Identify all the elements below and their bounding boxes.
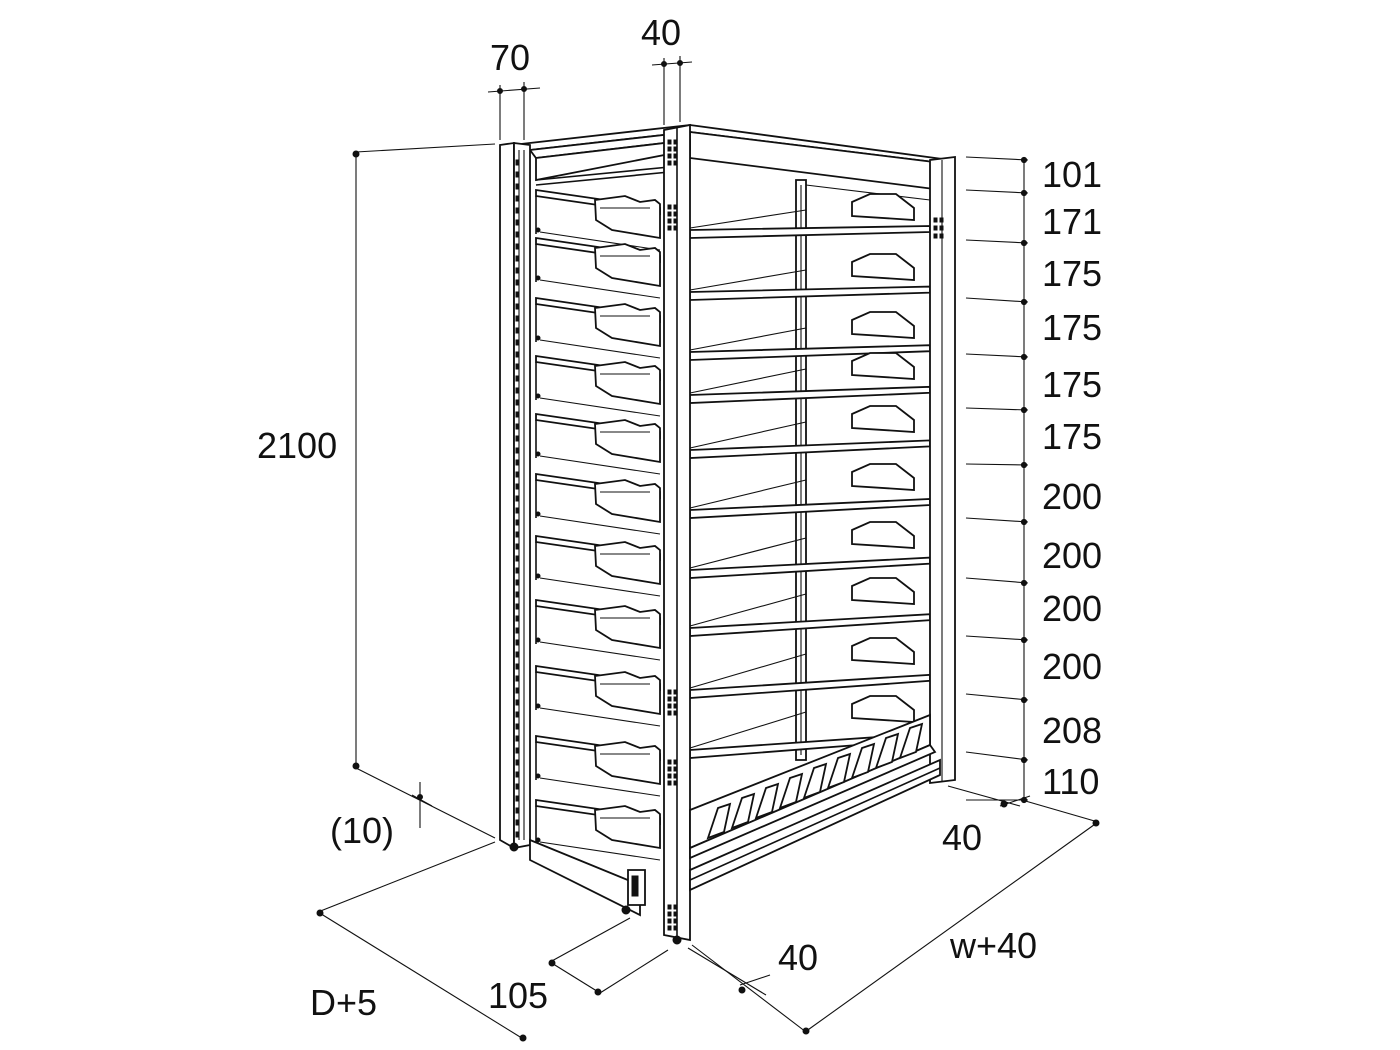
label-40-top: 40 — [641, 12, 681, 53]
label-depth: D+5 — [310, 982, 377, 1023]
shelving-rack — [499, 123, 956, 945]
right-shelf — [689, 637, 931, 699]
bottom-divider-tray — [689, 713, 937, 860]
left-shelf — [535, 534, 661, 597]
left-shelf — [535, 734, 661, 797]
pitch-label: 208 — [1042, 710, 1102, 751]
dimension-lines: 70 40 2100 (10) — [257, 12, 1102, 1042]
pitch-ticks — [965, 156, 1029, 804]
right-rear-post — [929, 155, 956, 785]
pitch-label: 175 — [1042, 364, 1102, 405]
dim-bottom-gap: (10) — [330, 782, 433, 851]
right-shelf — [689, 521, 931, 579]
left-shelf — [535, 598, 661, 661]
right-shelf — [689, 352, 931, 404]
pitch-label: 101 — [1042, 154, 1102, 195]
right-shelf — [689, 577, 931, 637]
dim-front-offset: 105 — [488, 917, 669, 1016]
dim-width: w+40 — [691, 799, 1100, 1035]
right-shelf-stack — [689, 193, 931, 759]
label-40-right: 40 — [942, 817, 982, 858]
pitch-label: 200 — [1042, 535, 1102, 576]
dim-front-post: 40 — [687, 937, 818, 996]
left-shelf — [535, 798, 661, 861]
label-105: 105 — [488, 975, 548, 1016]
label-70: 70 — [490, 37, 530, 78]
pitch-label: 110 — [1042, 761, 1099, 802]
dim-top-post-width: 70 — [487, 37, 541, 140]
left-shelf — [535, 664, 661, 727]
left-shelf-stack — [535, 188, 661, 861]
dim-depth: D+5 — [310, 841, 527, 1042]
pitch-label: 171 — [1042, 201, 1102, 242]
dim-top-center-post: 40 — [641, 12, 693, 125]
top-frame — [511, 124, 951, 192]
center-front-post — [663, 123, 691, 945]
pitch-label: 200 — [1042, 476, 1102, 517]
left-shelf — [535, 296, 661, 359]
left-shelf — [535, 412, 661, 475]
dim-right-post: 40 — [942, 785, 1031, 858]
label-40-front: 40 — [778, 937, 818, 978]
right-shelf — [689, 405, 931, 459]
center-post-slots — [667, 139, 678, 931]
pitch-label: 175 — [1042, 416, 1102, 457]
dim-shelf-pitch-chain: 101 171 175 175 175 175 200 200 200 200 208 110 — [965, 154, 1102, 804]
label-width: w+40 — [949, 925, 1037, 966]
left-shelf — [535, 188, 661, 251]
pitch-label: 175 — [1042, 253, 1102, 294]
pitch-labels: 101 171 175 175 175 175 200 200 200 200 208 110 — [1042, 154, 1102, 802]
pitch-label: 175 — [1042, 307, 1102, 348]
right-shelf — [689, 253, 931, 301]
left-shelf — [535, 354, 661, 417]
left-shelf — [535, 472, 661, 535]
left-post-slots — [515, 159, 519, 838]
label-2100: 2100 — [257, 425, 337, 466]
right-shelf — [689, 463, 931, 519]
left-front-post — [499, 141, 531, 852]
bottom-base — [529, 758, 941, 917]
label-10: (10) — [330, 810, 394, 851]
left-shelf — [535, 236, 661, 299]
pitch-label: 200 — [1042, 588, 1102, 629]
pitch-label: 200 — [1042, 646, 1102, 687]
rear-center-post — [795, 179, 807, 761]
right-shelf — [689, 193, 931, 239]
dim-total-height: 2100 — [257, 143, 496, 839]
